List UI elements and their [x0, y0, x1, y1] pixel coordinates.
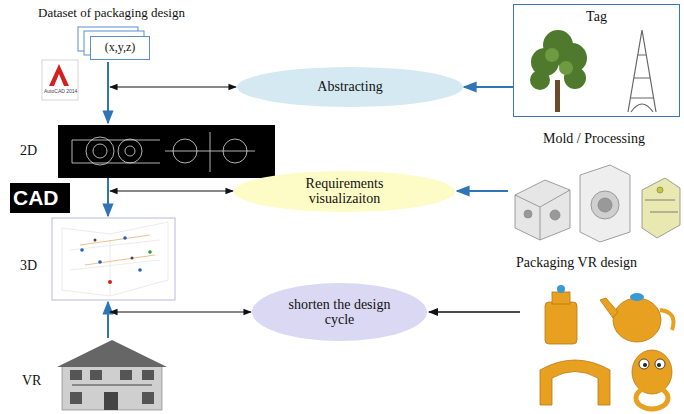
node-text: Abstracting — [317, 79, 382, 94]
dataset-title: Dataset of packaging design — [38, 6, 185, 20]
section-label: Packaging VR design — [516, 255, 637, 270]
node-text: shorten the design cycle — [275, 297, 405, 328]
tag-panel: Tag — [513, 4, 680, 117]
node-text: (x,y,z) — [105, 41, 136, 54]
process-ellipse: shorten the design cycle — [252, 283, 427, 341]
stage-label: 2D — [20, 143, 37, 158]
stage-label: VR — [22, 373, 41, 388]
stage-label: 3D — [20, 258, 37, 273]
connector-arrow — [464, 86, 513, 88]
process-ellipse: Abstracting — [237, 67, 463, 107]
logo-text: CAD — [13, 186, 59, 209]
node-text: Tag — [586, 9, 607, 24]
logo-text: AutoCAD 2014 — [44, 89, 77, 95]
process-ellipse: Requirements visualizaiton — [234, 171, 455, 212]
node-text: Requirements visualizaiton — [295, 176, 395, 207]
section-label: Mold / Processing — [543, 131, 645, 146]
data-box: (x,y,z) — [90, 36, 150, 60]
